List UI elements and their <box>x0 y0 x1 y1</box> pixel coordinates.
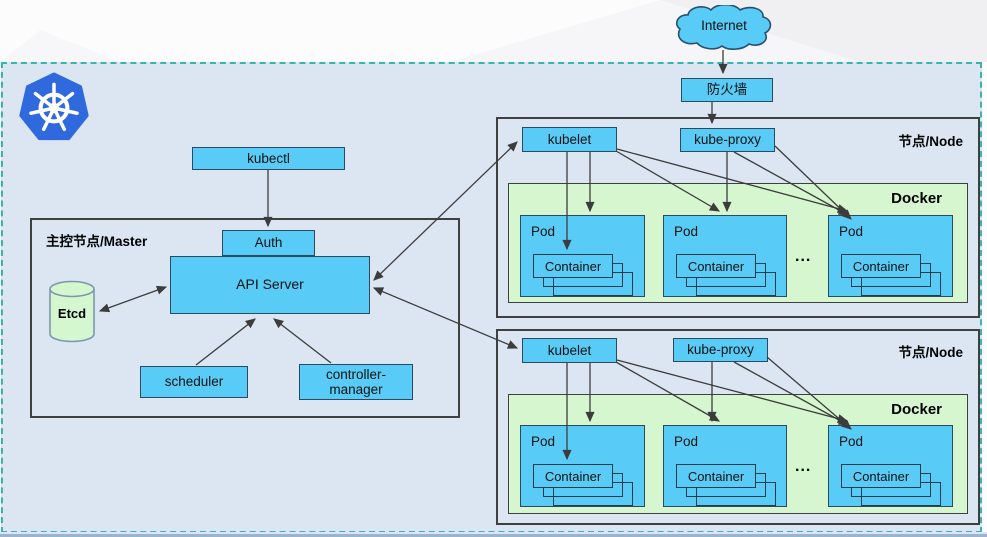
controller-manager-box: controller-manager <box>299 364 413 400</box>
node2-frame <box>496 329 980 525</box>
internet-cloud: Internet <box>672 3 776 51</box>
cloud-icon <box>676 3 772 50</box>
node2-kube-proxy-box: kube-proxy <box>673 338 768 362</box>
pod-label: Pod <box>674 434 699 449</box>
node1-pod3: Pod Container <box>828 215 953 297</box>
node1-pods-ellipsis: ... <box>795 248 812 265</box>
node2-docker-label: Docker <box>891 401 942 418</box>
node2-pods-ellipsis: ... <box>795 458 812 475</box>
background-facets <box>0 0 987 62</box>
firewall-box: 防火墙 <box>681 78 773 102</box>
kubectl-box: kubectl <box>192 147 345 170</box>
internet-label: Internet <box>701 17 747 33</box>
container-box: Container <box>533 464 613 488</box>
master-label: 主控节点/Master <box>46 234 148 249</box>
node1-kube-proxy-box: kube-proxy <box>680 128 775 152</box>
etcd-cylinder: Etcd <box>48 280 96 344</box>
pod-label: Pod <box>531 434 556 449</box>
container-box: Container <box>533 254 613 278</box>
node1-pod1: Pod Container <box>520 215 645 297</box>
pod-label: Pod <box>531 224 556 239</box>
pod-label: Pod <box>839 224 864 239</box>
node1-label: 节点/Node <box>898 134 963 149</box>
bottom-window-edge <box>0 532 987 537</box>
kubernetes-logo-icon <box>19 72 89 141</box>
pod-label: Pod <box>674 224 699 239</box>
database-cylinder-icon <box>49 280 95 343</box>
auth-box: Auth <box>222 230 315 256</box>
pod-label: Pod <box>839 434 864 449</box>
node2-pod1: Pod Container <box>520 425 645 507</box>
node2-pod3: Pod Container <box>828 425 953 507</box>
container-box: Container <box>676 254 756 278</box>
api-server-box: API Server <box>170 256 370 314</box>
container-box: Container <box>841 464 921 488</box>
etcd-label: Etcd <box>57 306 87 321</box>
node2-kubelet-box: kubelet <box>522 338 617 363</box>
node2-pod2: Pod Container <box>663 425 787 507</box>
node1-pod2: Pod Container <box>663 215 787 297</box>
node1-docker-label: Docker <box>891 190 942 207</box>
scheduler-box: scheduler <box>140 366 248 398</box>
node2-label: 节点/Node <box>898 345 963 360</box>
node1-kubelet-box: kubelet <box>522 127 617 152</box>
container-box: Container <box>676 464 756 488</box>
top-background-band <box>0 0 987 62</box>
container-box: Container <box>841 254 921 278</box>
